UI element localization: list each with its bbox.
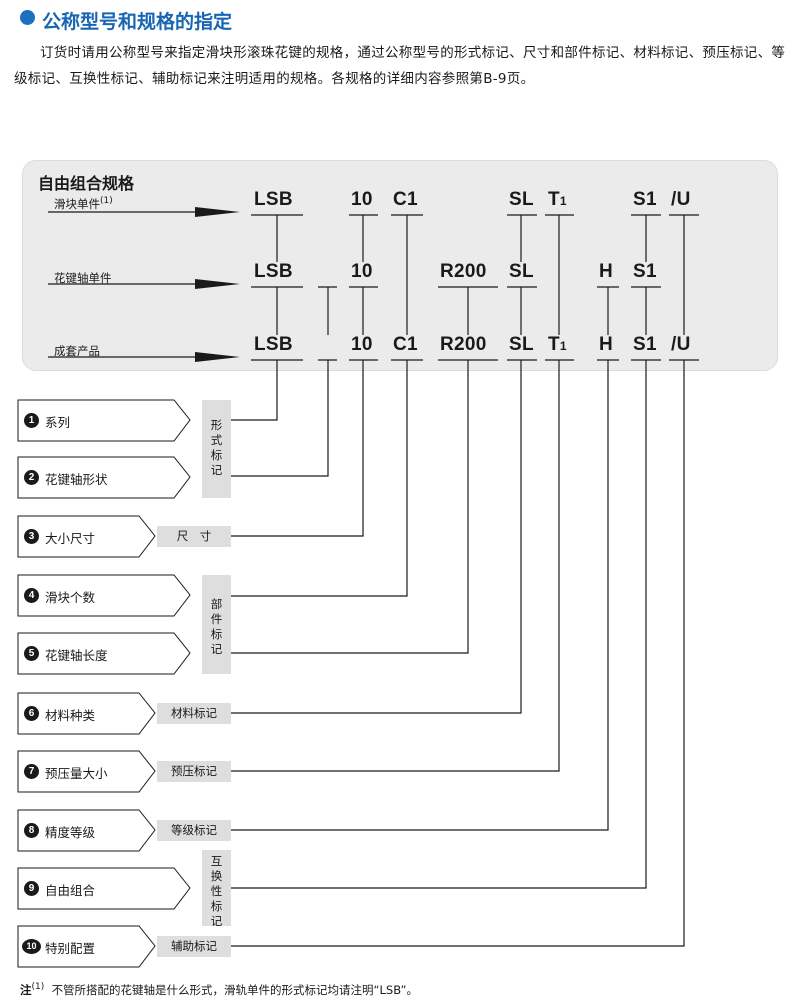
code-lsb-slider: LSB xyxy=(254,189,293,210)
group-label-form-mark: 形式标记 xyxy=(202,400,231,498)
code-h-shaft: H xyxy=(599,261,614,282)
row-label-set: 成套产品 xyxy=(54,344,100,358)
item-label-grade: 精度等级 xyxy=(45,825,96,840)
code-sl-set: SL xyxy=(509,334,534,355)
code-r200-shaft: R200 xyxy=(440,261,487,282)
item-number-2: 2 xyxy=(24,470,39,485)
group-label-material-mark: 材料标记 xyxy=(157,703,231,724)
code-s1-shaft: S1 xyxy=(633,261,657,282)
group-label-size: 尺 寸 xyxy=(157,526,231,547)
group-label-preload-mark: 预压标记 xyxy=(157,761,231,782)
row-label-shaft: 花键轴单件 xyxy=(54,271,112,285)
code-r200-set: R200 xyxy=(440,334,487,355)
code-lsb-shaft: LSB xyxy=(254,261,293,282)
code-size-shaft: 10 xyxy=(351,261,373,282)
combination-panel xyxy=(22,160,778,371)
item-number-4: 4 xyxy=(24,588,39,603)
item-number-7: 7 xyxy=(24,764,39,779)
row-label-slider: 滑块单件(1) xyxy=(54,196,113,211)
item-label-special: 特别配置 xyxy=(45,941,96,956)
group-label-grade-mark: 等级标记 xyxy=(157,820,231,841)
item-number-3: 3 xyxy=(24,529,39,544)
code-sl-slider: SL xyxy=(509,189,534,210)
code-t1-slider: T1 xyxy=(548,189,567,210)
item-label-preload: 预压量大小 xyxy=(45,766,108,781)
code-t1-set: T1 xyxy=(548,334,567,355)
code-u-set: /U xyxy=(671,334,691,355)
code-c1-set: C1 xyxy=(393,334,418,355)
code-c1-slider: C1 xyxy=(393,189,418,210)
intro-paragraph: 订货时请用公称型号来指定滑块形滚珠花键的规格，通过公称型号的形式标记、尺寸和部件… xyxy=(14,45,786,87)
item-label-slider-count: 滑块个数 xyxy=(45,590,96,605)
item-number-10: 10 xyxy=(22,939,41,954)
group-label-part-mark: 部件标记 xyxy=(202,575,231,674)
item-label-shaft-shape: 花键轴形状 xyxy=(45,472,108,487)
item-number-9: 9 xyxy=(24,881,39,896)
code-size-set: 10 xyxy=(351,334,373,355)
code-size-slider: 10 xyxy=(351,189,373,210)
item-label-shaft-length: 花键轴长度 xyxy=(45,648,108,663)
group-label-interchange-mark: 互换性标记 xyxy=(202,850,231,928)
item-number-5: 5 xyxy=(24,646,39,661)
item-label-free-combination: 自由组合 xyxy=(45,883,96,898)
section-title: 公称型号和规格的指定 xyxy=(42,11,233,33)
code-h-set: H xyxy=(599,334,614,355)
code-s1-set: S1 xyxy=(633,334,657,355)
code-lsb-set: LSB xyxy=(254,334,293,355)
item-number-8: 8 xyxy=(24,823,39,838)
item-label-size: 大小尺寸 xyxy=(45,531,96,546)
footnote: 注(1) 不管所搭配的花键轴是什么形式，滑轨单件的形式标记均请注明“LSB”。 xyxy=(20,982,418,997)
code-sl-shaft: SL xyxy=(509,261,534,282)
panel-title: 自由组合规格 xyxy=(38,174,135,193)
code-s1-slider: S1 xyxy=(633,189,657,210)
item-label-material: 材料种类 xyxy=(45,708,96,723)
title-bullet-icon xyxy=(20,10,35,25)
item-number-6: 6 xyxy=(24,706,39,721)
item-number-1: 1 xyxy=(24,413,39,428)
item-label-series: 系列 xyxy=(45,415,71,430)
code-u-slider: /U xyxy=(671,189,691,210)
group-label-aux-mark: 辅助标记 xyxy=(157,936,231,957)
